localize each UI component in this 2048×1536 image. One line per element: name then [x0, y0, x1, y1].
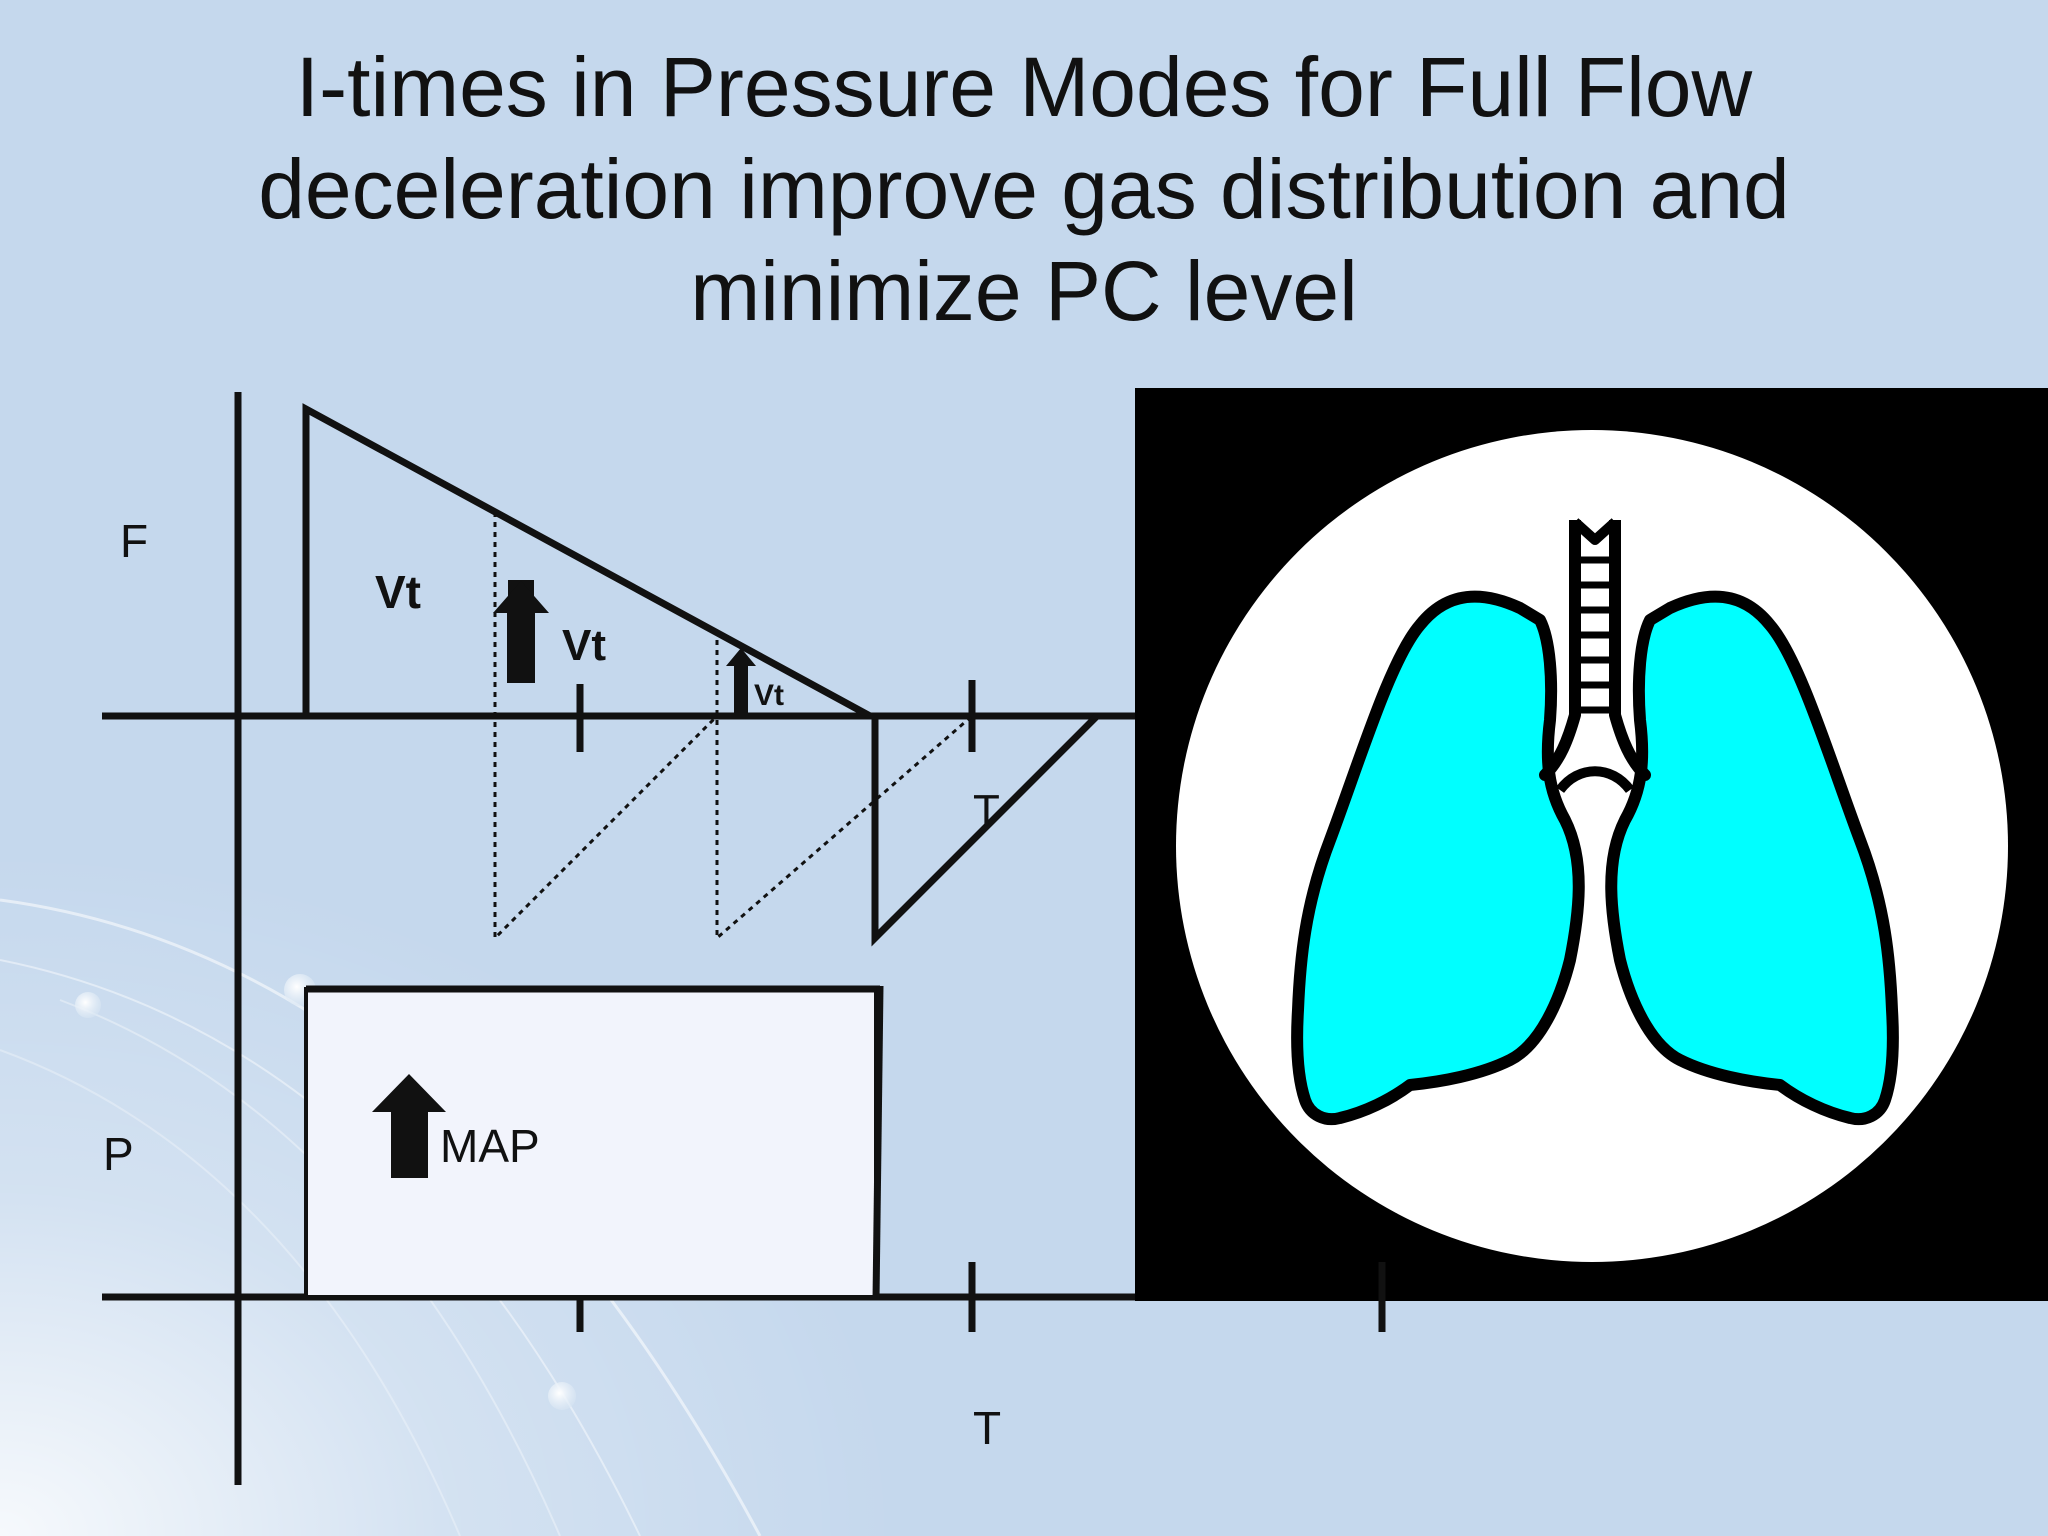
time-label-lower: T [973, 1402, 1001, 1454]
flow-axis-label: F [120, 515, 148, 567]
vt-up-arrow-icon [493, 581, 549, 683]
lungs-image [1135, 388, 2048, 1301]
map-up-arrow-icon [372, 1074, 446, 1178]
flow-waveform [302, 403, 1100, 947]
map-label: MAP [440, 1120, 540, 1172]
title-line-2: deceleration improve gas distribution an… [258, 142, 1790, 236]
lung-circle [1176, 430, 2008, 1262]
inspiratory-flow-decel [302, 403, 872, 720]
title-line-1: I-times in Pressure Modes for Full Flow [295, 40, 1753, 134]
dotted-waveform-2 [715, 630, 973, 942]
vt-label-small: Vt [754, 679, 784, 712]
slide-title: I-times in Pressure Modes for Full Flow … [0, 36, 2048, 342]
vt-label-medium: Vt [562, 621, 606, 670]
title-line-3: minimize PC level [690, 244, 1358, 338]
time-label-upper: T [973, 786, 1000, 835]
dotted-waveform-1 [493, 512, 719, 942]
vt-small-up-arrow-icon [726, 648, 756, 713]
short-itime-waveforms [493, 512, 973, 942]
lungs-icon [1291, 518, 1899, 1125]
pressure-axis-label: P [103, 1128, 134, 1180]
vt-label-large: Vt [375, 566, 421, 618]
expiratory-flow [871, 713, 1100, 947]
